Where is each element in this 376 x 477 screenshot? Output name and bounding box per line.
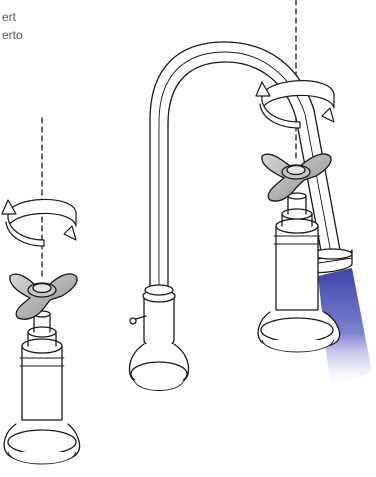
caption-line-1: ert: [2, 10, 16, 25]
spout-base: [130, 285, 189, 391]
left-rotate-arrow-icon: [2, 199, 76, 246]
left-valve: [4, 311, 79, 464]
caption-line-2: erto: [2, 28, 23, 43]
